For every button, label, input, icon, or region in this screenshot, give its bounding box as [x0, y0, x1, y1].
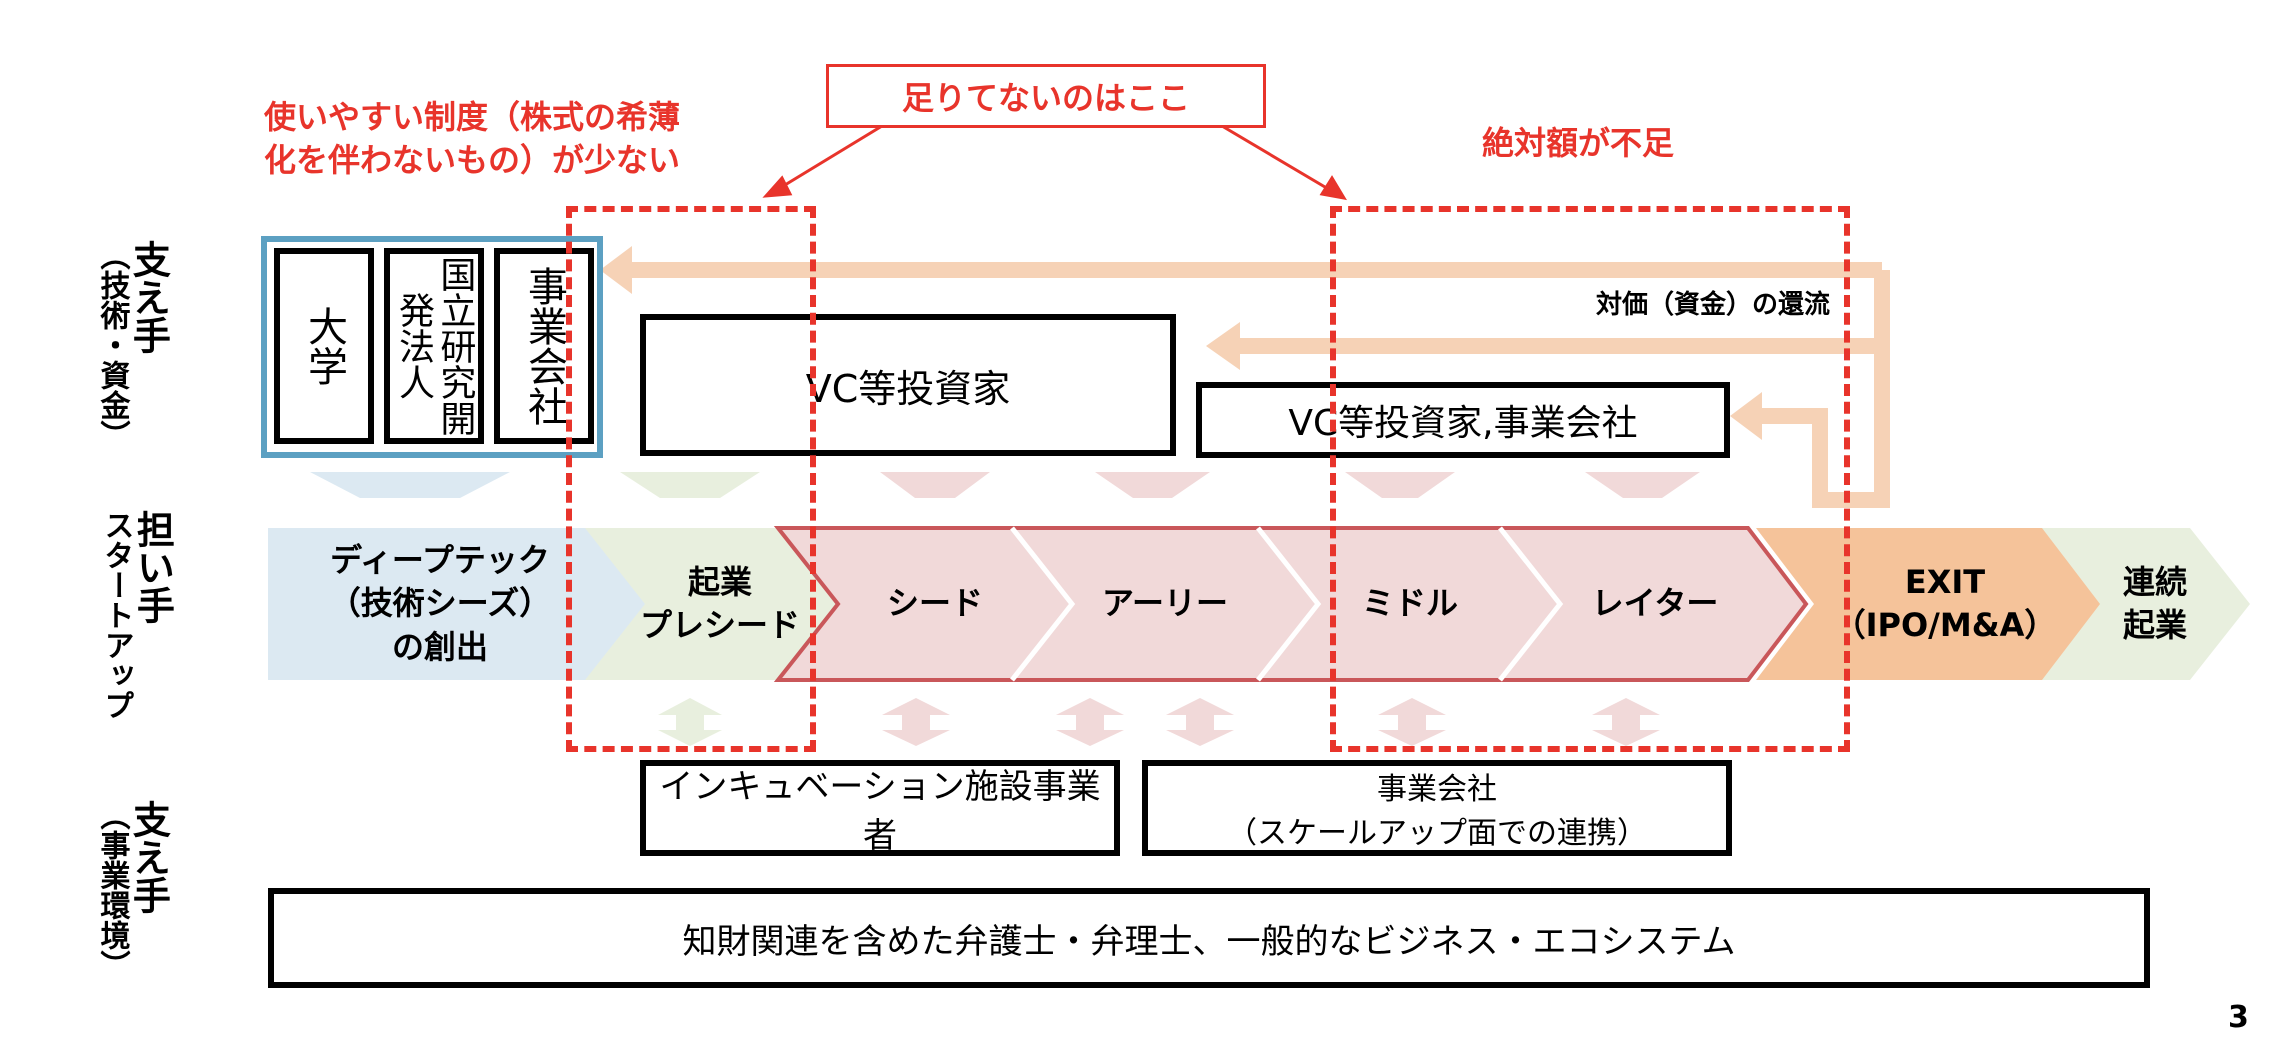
annotation-few-usable-systems: 使いやすい制度（株式の希薄 化を伴わないもの）が少ない: [264, 96, 680, 182]
stage-exit: EXIT （IPO/M&A）: [1820, 528, 2070, 680]
supporter-university: 大学: [274, 248, 374, 444]
supporter-vc-company: VC等投資家,事業会社: [1196, 382, 1730, 458]
stage-seed: シード: [850, 528, 1020, 680]
stage-ideation-line3: の創出: [391, 627, 488, 666]
stage-ideation: ディープテック （技術シーズ） の創出: [290, 528, 590, 680]
updown-arrow-early: [1166, 698, 1234, 746]
callout-arrowhead-right: [1319, 175, 1347, 201]
stage-serial-line2: 起業: [2122, 606, 2187, 644]
annotation-insufficient-amount: 絶対額が不足: [1482, 124, 1675, 162]
down-arrow-seed: [880, 472, 990, 498]
return-flow-label: 対価（資金）の還流: [1596, 290, 1831, 320]
return-flow-arrows: [630, 262, 1890, 508]
side-label-startup: スタートアップ 担い手: [98, 510, 175, 740]
stage-early-line1: アーリー: [1101, 584, 1229, 623]
side-label-sub: （事業環境）: [94, 800, 130, 980]
return-flow-arrowhead-middle: [1206, 322, 1240, 370]
side-label-main: 支え手: [126, 800, 171, 914]
updown-arrow-middle: [1378, 698, 1446, 746]
stage-later-line1: レイター: [1591, 584, 1719, 623]
side-label-main: 担い手: [130, 510, 175, 624]
side-label-sub: スタートアップ: [98, 510, 134, 720]
supporter-business-company-sub: （スケールアップ面での連携）: [1227, 816, 1647, 851]
supporter-ecosystem-label: 知財関連を含めた弁護士・弁理士、一般的なビジネス・エコシステム: [682, 921, 1736, 962]
stage-divider-early-middle: [1256, 526, 1322, 682]
stage-preseed-line1: 起業: [687, 562, 752, 601]
stage-shape-serial: [2042, 528, 2250, 680]
supporter-vc-label: VC等投資家: [805, 366, 1011, 411]
stage-shape-ideation: [268, 528, 650, 680]
highlight-frame-preseed: [566, 206, 816, 752]
supporter-vc: VC等投資家: [640, 314, 1176, 456]
stage-shape-growth: [773, 526, 1809, 682]
stage-preseed: 起業 プレシード: [620, 528, 820, 680]
tech-supporter-group-outline: [261, 236, 603, 458]
page-number: 3: [2228, 1000, 2249, 1035]
supporter-national-institute: 国立研究開発法人: [384, 248, 484, 444]
down-arrow-early: [1095, 472, 1210, 498]
annotation-line-1: 使いやすい制度（株式の希薄: [264, 98, 681, 136]
supporter-university-label: 大学: [301, 306, 347, 386]
stage-serial: 連続 起業: [2100, 528, 2210, 680]
stage-early: アーリー: [1070, 528, 1260, 680]
supporter-company-label: 事業会社: [521, 266, 567, 426]
updown-arrow-seed-1: [882, 698, 950, 746]
stage-middle: ミドル: [1320, 528, 1500, 680]
return-flow-arrowhead-top: [600, 246, 632, 294]
annotation-line-2: 化を伴わないもの）が少ない: [264, 141, 681, 180]
supporter-national-institute-label: 国立研究開発法人: [393, 256, 476, 436]
stage-shape-exit: [1756, 528, 2146, 680]
stage-divider-seed-early: [1010, 526, 1076, 682]
highlight-frame-middle-later: [1330, 206, 1850, 752]
return-flow-line-vertical: [1760, 270, 1890, 508]
down-arrow-later: [1585, 472, 1700, 498]
supporter-company: 事業会社: [494, 248, 594, 444]
stage-seed-line1: シード: [886, 584, 983, 623]
down-arrow-preseed: [620, 472, 760, 498]
stage-preseed-line2: プレシード: [639, 606, 800, 644]
callout-line-right: [1221, 124, 1331, 192]
supporter-business-company: 事業会社 （スケールアップ面での連携）: [1142, 760, 1732, 856]
stage-divider-middle-later: [1498, 526, 1564, 682]
updown-arrow-seed-2: [1056, 698, 1124, 746]
callout-text: 足りてないのはここ: [901, 79, 1190, 117]
callout-line-left: [779, 124, 883, 190]
stage-later: レイター: [1560, 528, 1750, 680]
callout-arrowhead-left: [762, 175, 793, 198]
stage-ideation-line2: （技術シーズ）: [328, 584, 552, 623]
return-flow-arrowhead-right: [1730, 392, 1762, 440]
down-arrow-ideation: [310, 472, 510, 498]
side-label-main: 支え手: [126, 240, 171, 354]
stage-serial-line1: 連続: [2122, 562, 2187, 601]
updown-arrow-later: [1592, 698, 1660, 746]
callout-box-missing-here: 足りてないのはここ: [826, 64, 1266, 128]
side-label-tech-funding: （技術・資金） 支え手: [94, 240, 171, 470]
supporter-incubation: インキュベーション施設事業者: [640, 760, 1120, 856]
side-label-business-environment: （事業環境） 支え手: [94, 800, 171, 1020]
updown-arrow-preseed: [658, 698, 722, 746]
supporter-business-company-title: 事業会社: [1377, 772, 1497, 807]
supporter-vc-company-label: VC等投資家,事業会社: [1288, 403, 1638, 444]
stage-middle-line1: ミドル: [1361, 584, 1458, 623]
supporter-ecosystem: 知財関連を含めた弁護士・弁理士、一般的なビジネス・エコシステム: [268, 888, 2150, 988]
stage-shape-preseed: [585, 528, 850, 680]
supporter-incubation-label: インキュベーション施設事業者: [659, 767, 1101, 856]
bidirectional-arrows: [658, 698, 1660, 746]
stage-exit-line1: EXIT: [1904, 562, 1986, 601]
side-label-sub: （技術・資金）: [94, 240, 130, 450]
down-arrow-middle: [1345, 472, 1455, 498]
stage-ideation-line1: ディープテック: [330, 541, 550, 580]
stage-exit-line2: （IPO/M&A）: [1833, 606, 2057, 644]
